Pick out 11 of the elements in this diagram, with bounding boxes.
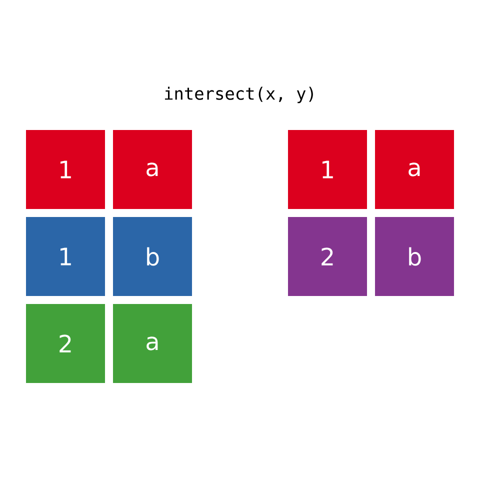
table-cell: 2 bbox=[26, 304, 105, 383]
table-cell: 2 bbox=[288, 217, 367, 296]
table-cell: b bbox=[113, 217, 192, 296]
table-cell: 1 bbox=[26, 130, 105, 209]
table-cell: 1 bbox=[288, 130, 367, 209]
table-cell: a bbox=[113, 130, 192, 209]
table-cell: b bbox=[375, 217, 454, 296]
table-cell: a bbox=[113, 304, 192, 383]
table-cell: 1 bbox=[26, 217, 105, 296]
title: intersect(x, y) bbox=[165, 86, 313, 104]
table-cell: a bbox=[375, 130, 454, 209]
